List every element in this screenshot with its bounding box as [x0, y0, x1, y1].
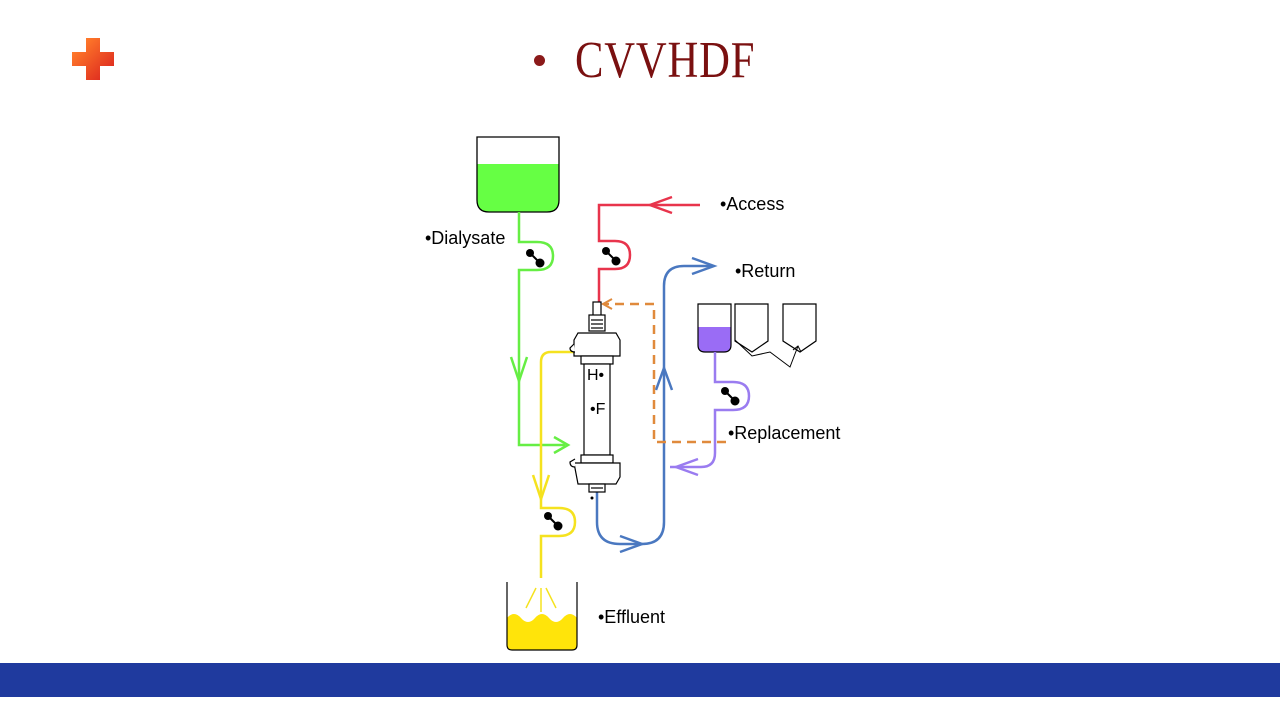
title-text: CVVHDF — [575, 31, 756, 89]
replacement-line — [670, 352, 751, 469]
red-cross-icon — [72, 38, 114, 80]
return-arrow-top — [691, 256, 718, 276]
access-arrow — [646, 195, 673, 215]
access-line — [597, 203, 700, 306]
return-arrow-bottom — [619, 534, 646, 554]
dialysate-pump-icon — [526, 249, 545, 268]
effluent-spray — [525, 587, 557, 612]
return-line — [595, 264, 712, 546]
filter-port-dot — [590, 496, 594, 500]
dialysate-arrow-down — [509, 356, 529, 385]
access-pump-icon — [602, 247, 621, 266]
hemofilter — [569, 301, 621, 493]
filter-label-f: •F — [590, 401, 606, 418]
label-access: •Access — [720, 194, 785, 214]
predilution-dashed-line — [604, 302, 726, 444]
slide-title: CVVHDF — [534, 28, 795, 92]
replacement-arrow — [672, 457, 699, 477]
replacement-bags — [697, 303, 817, 368]
label-dialysate: •Dialysate — [425, 228, 506, 248]
title-bullet — [534, 54, 545, 66]
effluent-arrow — [531, 474, 551, 503]
effluent-pump-icon — [544, 512, 563, 531]
label-effluent: •Effluent — [598, 607, 666, 627]
effluent-container — [506, 582, 578, 651]
dialysate-arrow-right — [553, 435, 571, 455]
footer-bar — [0, 663, 1280, 697]
dialysate-bag — [476, 136, 560, 213]
return-arrow-up — [654, 364, 674, 391]
label-return: •Return — [735, 261, 796, 281]
dialysate-line — [517, 212, 565, 447]
predilution-arrow — [600, 298, 613, 310]
effluent-line — [539, 350, 577, 578]
filter-label-h: H• — [587, 367, 605, 384]
label-replacement: •Replacement — [728, 423, 841, 443]
replacement-pump-icon — [721, 387, 740, 406]
